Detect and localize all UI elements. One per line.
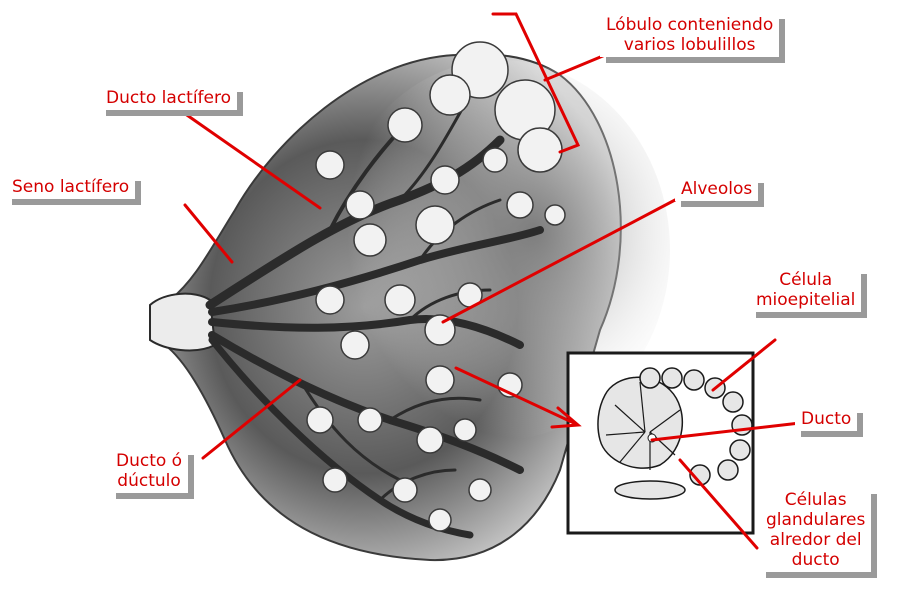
label-celulas-glandulares-line2: glandulares — [766, 510, 865, 530]
label-celula-mioepitelial: Célula mioepitelial — [750, 268, 861, 312]
label-alveolos-text: Alveolos — [681, 179, 752, 199]
label-alveolos: Alveolos — [675, 177, 758, 201]
label-celulas-glandulares: Células glandulares alredor del ducto — [760, 488, 871, 572]
label-ducto-lactifero-text: Ducto lactífero — [106, 88, 231, 108]
nipple — [150, 294, 215, 351]
label-celulas-glandulares-line4: ducto — [766, 550, 865, 570]
label-ducto-ductulo-line1: Ducto ó — [116, 451, 182, 471]
label-ducto-lactifero: Ducto lactífero — [100, 86, 237, 110]
label-ducto: Ducto — [795, 407, 857, 431]
label-seno-lactifero: Seno lactífero — [6, 175, 135, 199]
lobulo-leader — [545, 53, 610, 80]
label-ducto-ductulo-line2: dúctulo — [116, 471, 182, 491]
label-celula-mioepitelial-line2: mioepitelial — [756, 290, 855, 310]
label-seno-lactifero-text: Seno lactífero — [12, 177, 129, 197]
label-ducto-text: Ducto — [801, 409, 851, 429]
label-lobulo-line2: varios lobulillos — [606, 35, 773, 55]
label-celulas-glandulares-line1: Células — [766, 490, 865, 510]
label-lobulo-line1: Lóbulo conteniendo — [606, 15, 773, 35]
label-celula-mioepitelial-line1: Célula — [756, 270, 855, 290]
label-lobulo: Lóbulo conteniendo varios lobulillos — [600, 13, 779, 57]
label-celulas-glandulares-line3: alredor del — [766, 530, 865, 550]
label-ducto-ductulo: Ducto ó dúctulo — [110, 449, 188, 493]
